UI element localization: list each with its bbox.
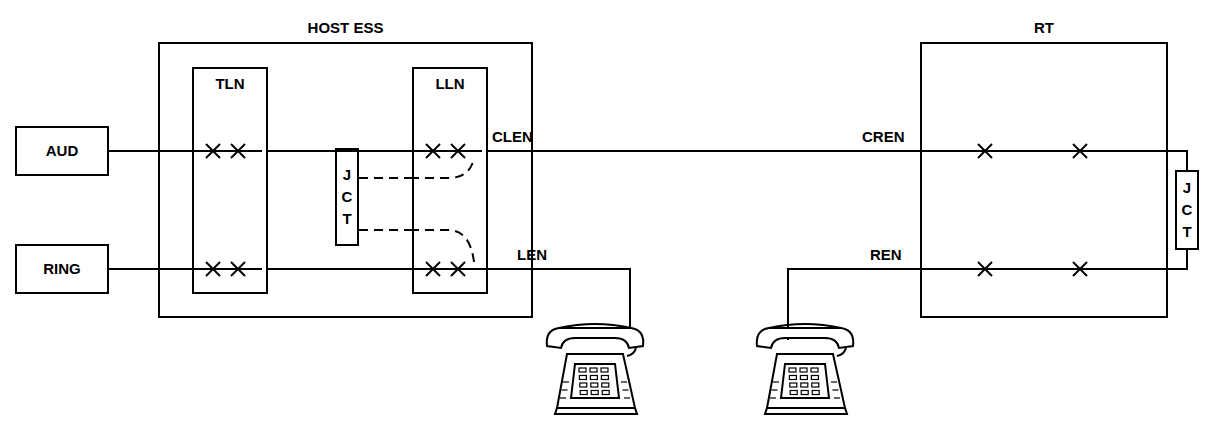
line-equipment-label: CLEN [492,128,533,146]
wire-connector [359,229,412,231]
tln-network: TLN [192,67,268,294]
rt-terminal: RT [920,42,1168,318]
node-label: RING [17,260,107,278]
wire-connector [1168,250,1187,269]
ring-source: RING [15,244,109,294]
jct-junctor: J C T [1175,170,1199,250]
node-label: J C T [340,164,355,229]
node-label: TLN [194,75,266,93]
wire-connector [109,268,192,270]
wire-connector [268,150,412,152]
aud-source: AUD [15,126,109,176]
wire-connector [1168,151,1187,170]
wire-connector [359,177,412,179]
node-label: LLN [414,75,486,93]
telephone-symbol [547,324,644,414]
wire-connector [268,268,412,270]
line-equipment-label: CREN [862,128,905,146]
crosspoint-marks [206,144,1087,276]
node-label: HOST ESS [308,19,384,37]
jct-junctor: J C T [335,148,359,246]
lln-network: LLN [412,67,488,294]
node-label: RT [1034,19,1054,37]
node-label: J C T [1180,177,1195,242]
line-equipment-label: LEN [517,246,547,264]
host-ess-frame: HOST ESSTLNJ C TLLN [158,42,533,318]
wire-connector [488,150,920,152]
telephone-symbol [757,324,854,414]
node-label: AUD [17,142,107,160]
jct-dashed-path [410,158,474,262]
wire-connector [109,150,192,152]
line-equipment-label: REN [870,246,902,264]
